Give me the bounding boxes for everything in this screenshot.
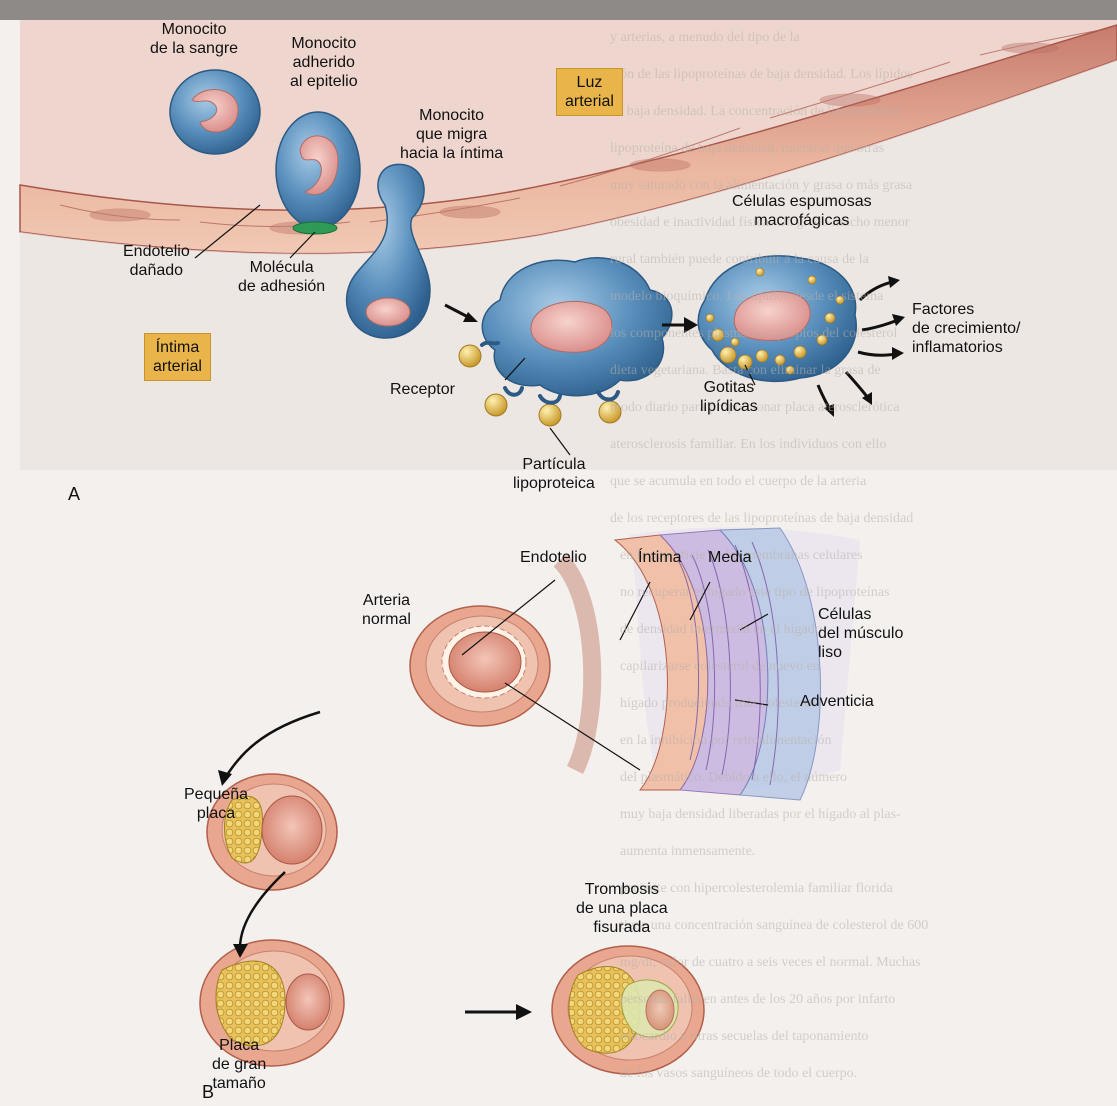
background-text-line: miocardio u otras secuelas del taponamie…	[620, 1029, 868, 1045]
background-text-line: de los vasos sanguíneos de todo el cuerp…	[620, 1066, 857, 1082]
label-thrombosis: Trombosis de una placa fisurada	[576, 880, 668, 937]
label-intima: Íntima	[638, 548, 682, 567]
label-migrating-monocyte: Monocito que migra hacia la íntima	[400, 106, 503, 163]
label-adventitia: Adventicia	[800, 692, 874, 711]
label-lipid-droplets: Gotitas lipídicas	[700, 378, 758, 416]
background-text-line: ción de las lipoproteínas de baja densid…	[610, 67, 913, 83]
label-endothelium: Endotelio	[520, 548, 587, 567]
label-large-plaque: Placa de gran tamaño	[212, 1036, 266, 1093]
label-smooth-muscle-cells: Células del músculo liso	[818, 605, 903, 662]
background-text-line: personas fallecen antes de los 20 años p…	[620, 992, 895, 1008]
background-text-line: los componentes plasmáticos propios del …	[610, 326, 897, 342]
background-text-line: aterosclerosis familiar. En los individu…	[610, 437, 886, 453]
label-adhered-monocyte: Monocito adherido al epitelio	[290, 34, 358, 91]
background-text-line: de los receptores de las lipoproteínas d…	[610, 511, 913, 527]
blood-monocyte	[170, 70, 260, 154]
background-text-line: en la inhibición por retroalimentación	[620, 733, 831, 749]
background-text-line: mg/dl, valor de cuatro a seis veces el n…	[620, 955, 921, 971]
normal-artery-section	[410, 606, 550, 726]
tag-arterial-intima: Íntima arterial	[144, 333, 211, 381]
background-text-line: que se acumula en todo el cuerpo de la a…	[610, 474, 866, 490]
label-growth-factors: Factores de crecimiento/ inflamatorios	[912, 300, 1021, 357]
label-foam-cells: Células espumosas macrofágicas	[732, 192, 872, 230]
background-text-line: del plasmático. Debido a ello, el número	[620, 770, 847, 786]
label-small-plaque: Pequeña placa	[184, 785, 248, 823]
background-text-line: rural también puede contribuir a la caus…	[610, 252, 869, 268]
background-text-line: y arterias, a menudo del tipo de la	[610, 30, 800, 46]
background-text-line: modelo bioquímico. Los lípidos desde el …	[610, 289, 883, 305]
label-damaged-endothelium: Endotelio dañado	[123, 242, 190, 280]
background-text-line: de densidad intermedia en el hígado	[620, 622, 822, 638]
tag-arterial-lumen: Luz arterial	[556, 68, 623, 116]
label-receptor: Receptor	[390, 380, 455, 399]
background-text-line: capilarizarse colesterol de nuevo en	[620, 659, 820, 675]
background-text-line: dieta vegetariana. Basta con eliminar la…	[610, 363, 881, 379]
background-text-line: muy baja densidad liberadas por el hígad…	[620, 807, 901, 823]
label-lipoprotein-particle: Partícula lipoproteica	[513, 455, 595, 493]
panel-b-letter: B	[202, 1082, 214, 1103]
background-text-line: no recuperar el hígado este tipo de lipo…	[620, 585, 889, 601]
label-media: Media	[708, 548, 752, 567]
label-normal-artery: Arteria normal	[362, 591, 411, 629]
background-text-line: lipoproteína de baja densidad, mientras …	[610, 141, 884, 157]
label-adhesion-molecule: Molécula de adhesión	[238, 258, 325, 296]
background-text-line: hígado produciendo más colesterol	[620, 696, 816, 712]
background-text-line: de baja densidad. La concentración de li…	[610, 104, 900, 120]
background-text-line: aumenta inmensamente.	[620, 844, 755, 860]
label-blood-monocyte: Monocito de la sangre	[150, 20, 238, 58]
panel-a-letter: A	[68, 484, 80, 505]
